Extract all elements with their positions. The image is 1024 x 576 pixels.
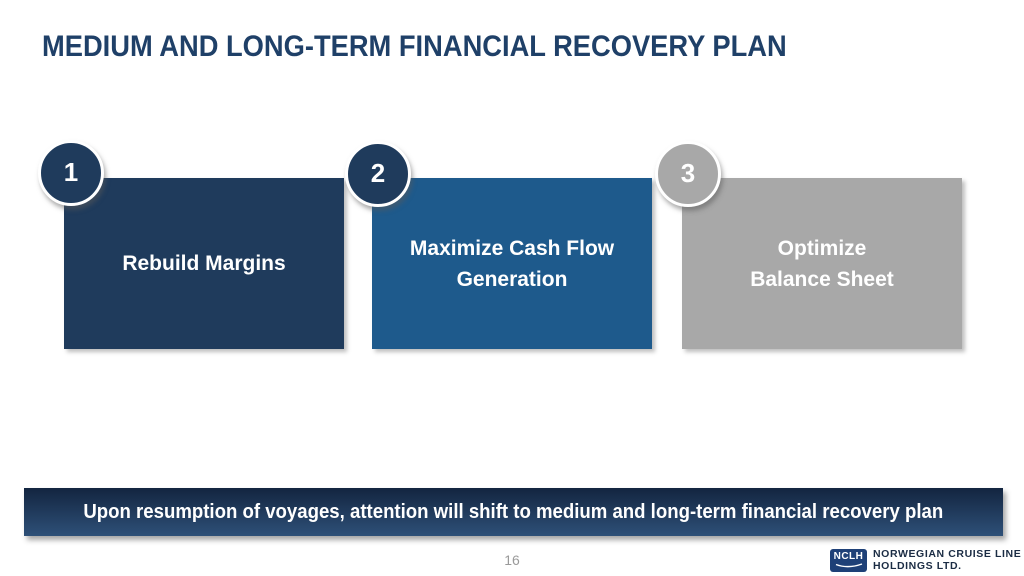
pillar-1-number: 1 <box>63 156 79 187</box>
pillar-1-number-badge: 1 <box>38 140 104 206</box>
page-title: MEDIUM AND LONG-TERM FINANCIAL RECOVERY … <box>42 30 787 63</box>
nclh-logo-line1: NORWEGIAN CRUISE LINE <box>873 548 1022 560</box>
pillar-3-label-line2: Balance Sheet <box>750 267 894 291</box>
pillar-2-label-line2: Generation <box>456 267 568 291</box>
pillar-2-number-badge: 2 <box>345 141 411 207</box>
nclh-logo: NCLH NORWEGIAN CRUISE LINE HOLDINGS LTD. <box>830 548 1021 572</box>
pillar-1-label: Rebuild Margins <box>122 252 286 275</box>
pillar-2-number: 2 <box>370 157 386 188</box>
pillar-3-label: Optimize <box>777 236 867 260</box>
nclh-logo-mark: NCLH <box>830 548 867 572</box>
nclh-logo-mark-text: NCLH <box>833 551 864 562</box>
pillar-3-box: Optimize Balance Sheet <box>682 178 962 349</box>
summary-banner: Upon resumption of voyages, attention wi… <box>24 488 1003 536</box>
pillar-1-box: Rebuild Margins <box>64 178 344 349</box>
nclh-logo-text: NORWEGIAN CRUISE LINE HOLDINGS LTD. <box>873 548 1021 572</box>
page-number: 16 <box>504 552 520 568</box>
pillar-2-label: Maximize Cash Flow <box>409 236 615 260</box>
pillar-3-number-badge: 3 <box>655 141 721 207</box>
pillar-2-box: Maximize Cash Flow Generation <box>372 178 652 349</box>
wave-icon <box>835 563 862 568</box>
pillar-3-number: 3 <box>680 157 696 188</box>
summary-banner-text: Upon resumption of voyages, attention wi… <box>83 500 944 523</box>
nclh-logo-line2: HOLDINGS LTD. <box>873 560 962 572</box>
